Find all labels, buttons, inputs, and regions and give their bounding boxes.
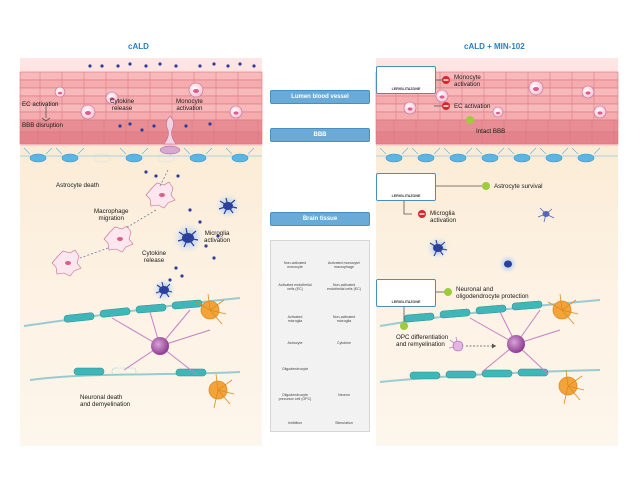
label-opc-differentiation: OPC differentiation and remyelination (396, 334, 449, 348)
left-panel-title: cALD (128, 42, 149, 51)
left-microglia (152, 193, 241, 302)
label-astrocyte-death: Astrocyte death (56, 182, 99, 189)
legend: Non-activated monocyte Activated monocyt… (270, 240, 370, 432)
label-macrophage-migration: Macrophage migration (94, 208, 129, 222)
left-monocyte-nuclei (58, 89, 239, 115)
stimulate-markers (400, 116, 490, 330)
transmigrating-monocyte (159, 115, 181, 155)
dying-astrocytes (93, 153, 175, 163)
right-axon-bottom (379, 368, 601, 383)
label-microglia-activation-right: Microglia activation (430, 210, 457, 224)
label-intact-bbb: Intact BBB (476, 128, 506, 135)
drug-name-top: LERIGLITAZONE (391, 87, 421, 91)
label-neuronal-protection: Neuronal and oligodendrocyte protection (456, 286, 529, 300)
left-vessel-cytokines (88, 62, 256, 132)
label-ec-activation: EC activation (22, 101, 59, 108)
legend-label-8: Oligodendrocyte (281, 367, 309, 371)
legend-label-0: Non-activated monocyte (283, 261, 307, 269)
legend-label-13: Stimulation (335, 421, 353, 425)
label-bbb-disruption: BBB disruption (22, 122, 63, 129)
left-neurons (195, 293, 235, 409)
bar-bbb: BBB (270, 128, 370, 142)
bar-lumen: Lumen blood vessel (270, 90, 370, 104)
legend-label-2: Activated endothelial cells (EC) (278, 283, 312, 291)
right-opc (448, 336, 496, 352)
endothelium-dividers (37, 72, 615, 144)
left-annotation-lines (41, 106, 51, 122)
legend-label-3: Non-activated endothelial cells (EC) (327, 283, 361, 291)
legend-label-12: Inhibition (287, 421, 303, 425)
label-neuronal-death: Neuronal death and demyelination (80, 394, 131, 408)
left-oligodendrocyte (111, 309, 211, 375)
legend-label-5: Non-activated microglia (332, 315, 356, 323)
left-axon-top (23, 297, 241, 327)
label-monocyte-activation-right: Monocyte activation (454, 74, 481, 88)
right-neurons (547, 293, 585, 405)
label-microglia-activation-left: Microglia activation (204, 230, 231, 244)
drug-box-top: LERIGLITAZONE (376, 66, 436, 94)
left-macrophage-nuclei (65, 193, 165, 265)
left-axon-bottom (29, 367, 241, 381)
label-cytokine-release-top: Cytokine release (110, 98, 135, 112)
label-astrocyte-survival: Astrocyte survival (494, 183, 543, 190)
legend-label-4: Activated microglia (287, 315, 303, 323)
legend-label-10: Oligodendrocyte precursor cell (OPC) (278, 393, 312, 401)
inhibit-marker-bars (419, 79, 449, 215)
legend-label-11: Neuron (338, 393, 350, 397)
left-endothelium (19, 71, 263, 145)
label-monocyte-activation: Monocyte activation (176, 98, 203, 112)
astrocyte-processes (20, 147, 618, 157)
label-cytokine-release-mid: Cytokine release (142, 250, 167, 264)
drug-box-middle: LERIGLITAZONE (376, 173, 436, 201)
right-monocyte-nuclei (407, 87, 603, 115)
legend-label-6: Astrocyte (287, 341, 303, 345)
drug-name-middle: LERIGLITAZONE (391, 194, 421, 198)
legend-label-1: Activated monocyte/ macrophage (327, 261, 361, 269)
right-oligodendrocyte (469, 309, 561, 375)
label-ec-activation-right: EC activation (454, 103, 491, 110)
bar-brain-tissue: Brain tissue (270, 212, 370, 226)
legend-label-7: Cytokine (337, 341, 351, 345)
drug-box-bottom: LERIGLITAZONE (376, 279, 436, 307)
drug-name-bottom: LERIGLITAZONE (391, 300, 421, 304)
left-migration-path (79, 169, 169, 259)
right-microglia (426, 207, 555, 274)
right-panel-title: cALD + MIN-102 (464, 42, 525, 51)
